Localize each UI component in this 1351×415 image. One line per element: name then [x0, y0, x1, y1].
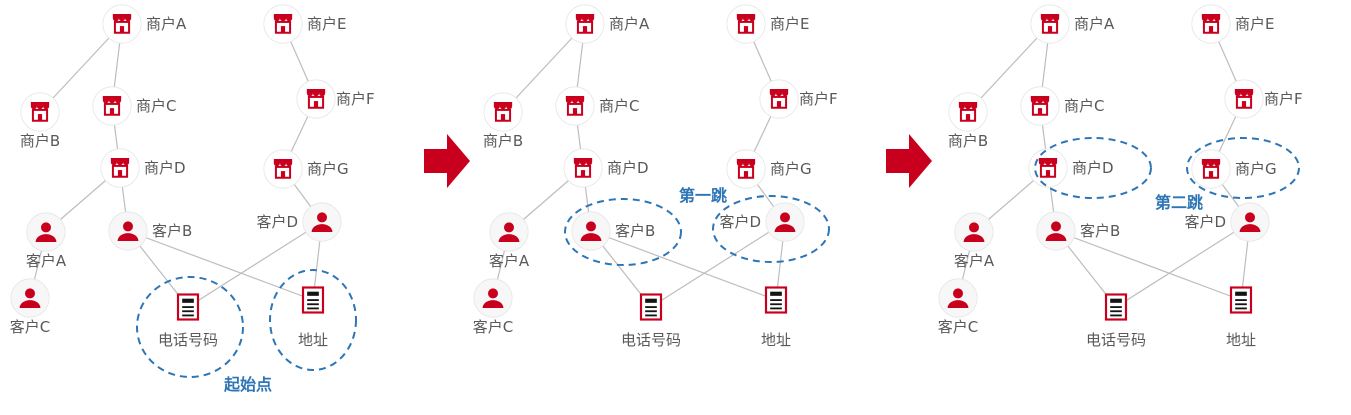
- graph: [473, 5, 838, 349]
- flow-arrow-icon: [424, 134, 470, 188]
- panel-second-hop: 第二跳: [928, 0, 1351, 415]
- highlight-ellipse-address: [269, 269, 357, 371]
- highlight-ellipse-merchant-g: [1186, 137, 1300, 199]
- first-hop-label: 第一跳: [679, 186, 727, 205]
- highlight-ellipse-customer-b: [564, 198, 682, 266]
- highlight-ellipse-merchant-d: [1034, 137, 1152, 199]
- flow-arrow-icon: [886, 134, 932, 188]
- panel-start-point: 起始点: [0, 0, 423, 394]
- highlight-ellipse-customer-d: [712, 195, 830, 263]
- second-hop-label: 第二跳: [1155, 193, 1203, 212]
- highlight-ellipse-phone-number: [136, 276, 244, 378]
- panel-first-hop: 第一跳: [463, 0, 886, 415]
- start-point-label: 起始点: [223, 375, 272, 394]
- graph: [938, 5, 1303, 349]
- graph: [10, 5, 375, 349]
